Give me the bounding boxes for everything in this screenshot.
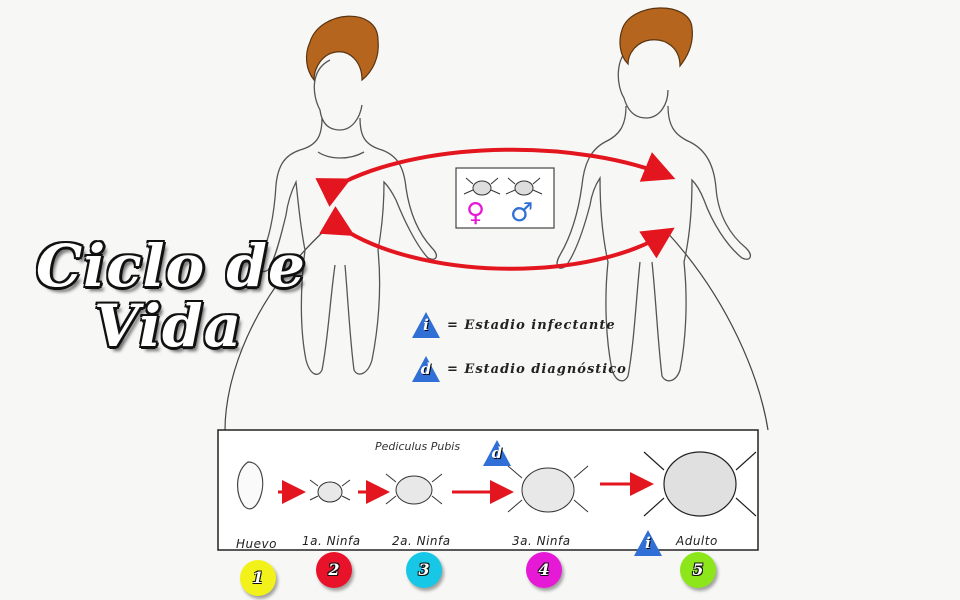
- louse-male-icon: [505, 177, 543, 196]
- infective-triangle-icon: [412, 312, 440, 338]
- nymph-3-drawing: [507, 465, 589, 513]
- stage-label-nymph-2: 2a. Ninfa: [392, 534, 451, 548]
- diagnostic-marker-letter: d: [491, 444, 503, 462]
- legend-diagnostic-letter: d: [420, 360, 432, 378]
- louse-female-icon: [463, 177, 501, 196]
- nymph-1-drawing: [309, 479, 351, 503]
- mating-lice-box: [455, 167, 555, 229]
- stage-number-3: 3: [406, 552, 442, 588]
- page-title-line-1: Ciclo de: [36, 232, 306, 300]
- stage-number-5: 5: [680, 552, 716, 588]
- male-hair: [619, 7, 693, 68]
- exchange-arrow-lower: [319, 206, 675, 271]
- legend-infective-text: = Estadio infectante: [447, 318, 616, 333]
- female-figure: [258, 59, 437, 375]
- stage-label-egg: Huevo: [236, 537, 277, 551]
- female-hair: [305, 15, 379, 82]
- stage-number-1: 1: [240, 560, 276, 596]
- infective-marker-letter: i: [645, 534, 651, 552]
- diagnostic-triangle-icon: [412, 356, 440, 382]
- male-symbol-icon: ♂: [510, 198, 534, 228]
- legend-infective-letter: i: [423, 316, 429, 334]
- adult-drawing: [643, 451, 757, 517]
- stage-label-nymph-3: 3a. Ninfa: [512, 534, 571, 548]
- page-title-line-2: Vida: [94, 292, 243, 360]
- stage-label-nymph-1: 1a. Ninfa: [302, 534, 361, 548]
- legend-diagnostic-text: = Estadio diagnóstico: [447, 362, 627, 377]
- nymph-2-drawing: [385, 473, 443, 505]
- transmission-arc-left: [224, 229, 326, 431]
- egg-drawing: [237, 461, 264, 510]
- stage-number-4: 4: [526, 552, 562, 588]
- species-label: Pediculus Pubis: [375, 440, 461, 453]
- stage-label-adult: Adulto: [676, 534, 718, 548]
- exchange-arrow-upper: [315, 147, 676, 207]
- transmission-arc-right: [664, 229, 769, 431]
- diagnostic-marker-icon: [483, 440, 511, 466]
- female-symbol-icon: ♀: [466, 198, 486, 228]
- infective-marker-icon: [634, 530, 662, 556]
- stage-number-2: 2: [316, 552, 352, 588]
